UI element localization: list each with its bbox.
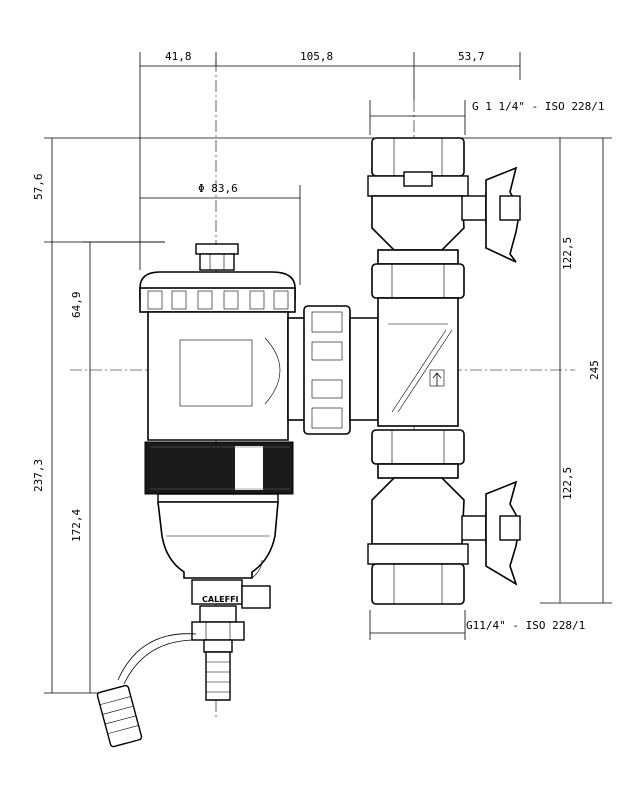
ring-notches [147,290,289,310]
dim-left-top: 57,6 [32,174,45,201]
dim-top-middle: 105,8 [300,50,333,63]
dim-right-upper: 122,5 [561,237,574,270]
valve-assembly [367,137,521,605]
dim-connection-top: G 1 1/4" - ISO 228/1 [472,100,604,113]
dim-connection-bottom: G11/4" - ISO 228/1 [466,619,585,632]
dim-diameter: Φ 83,6 [198,182,238,195]
dim-left-total: 237,3 [32,459,45,492]
dim-right-lower: 122,5 [561,467,574,500]
dim-left-lower: 172,4 [70,509,83,542]
drain-cap [96,684,143,748]
connection-nut [287,305,379,435]
dim-right-total: 245 [588,360,601,380]
dim-left-middle: 64,9 [70,292,83,319]
brand-label: CALEFFI [202,595,239,604]
dim-top-left: 41,8 [165,50,192,63]
dirt-separator: CALEFFI [96,243,296,748]
dim-top-right: 53,7 [458,50,485,63]
